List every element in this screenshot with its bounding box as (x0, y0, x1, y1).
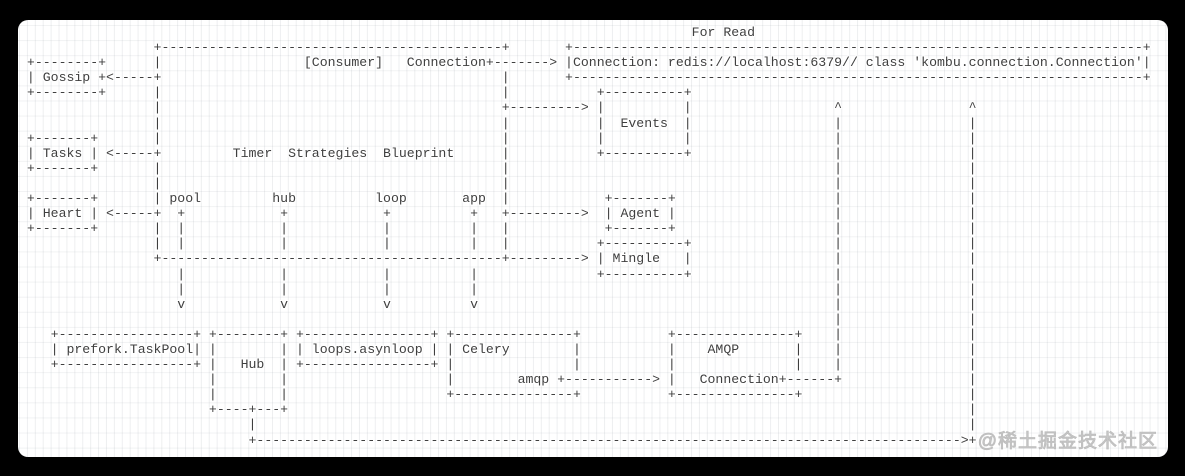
grid-paper-panel: For Read +------------------------------… (18, 20, 1168, 457)
watermark: @稀土掘金技术社区 (977, 431, 1158, 453)
ascii-architecture-diagram: For Read +------------------------------… (26, 25, 1151, 448)
